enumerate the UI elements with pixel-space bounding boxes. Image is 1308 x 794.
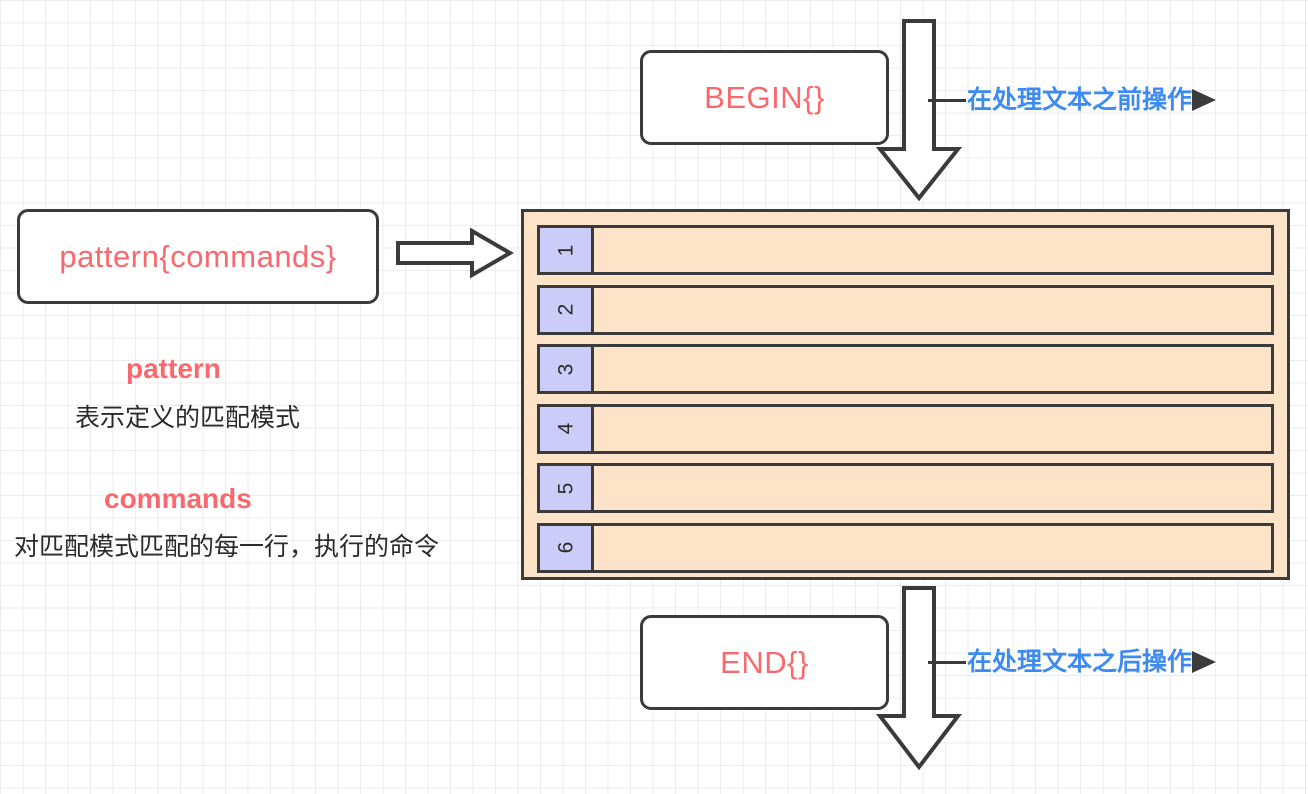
annotation-before-processing: 在处理文本之前操作 <box>928 83 1217 117</box>
annotation-after-processing: 在处理文本之后操作 <box>928 645 1217 679</box>
annotation-after-label: 在处理文本之后操作 <box>967 647 1193 676</box>
table-row[interactable]: 1 <box>537 225 1274 275</box>
row-number-cell: 3 <box>537 344 594 394</box>
row-content-cell <box>594 284 1274 335</box>
end-block-box[interactable]: END{} <box>640 615 889 710</box>
legend-pattern-term: pattern <box>126 353 221 384</box>
pattern-commands-box[interactable]: pattern{commands} <box>17 209 379 304</box>
annotation-leader-line <box>928 660 966 664</box>
row-number-label: 3 <box>554 363 577 375</box>
arrow-right-icon <box>1192 89 1217 111</box>
legend-pattern-description: 表示定义的匹配模式 <box>75 404 301 432</box>
begin-block-box[interactable]: BEGIN{} <box>640 50 889 145</box>
text-record-table: 1 2 3 4 5 6 <box>521 209 1290 580</box>
annotation-leader-line <box>928 98 966 102</box>
begin-block-label: BEGIN{} <box>704 79 825 115</box>
block-arrow-down-end-icon <box>875 586 963 771</box>
row-content-cell <box>594 225 1274 275</box>
row-number-label: 4 <box>554 422 577 435</box>
row-number-label: 1 <box>554 244 577 256</box>
legend-commands-term: commands <box>104 483 252 514</box>
row-number-label: 2 <box>554 303 577 316</box>
row-content-cell <box>594 522 1274 573</box>
row-number-cell: 5 <box>537 463 594 513</box>
row-number-cell: 1 <box>537 225 594 275</box>
legend-commands-description: 对匹配模式匹配的每一行，执行的命令 <box>14 533 440 561</box>
table-row[interactable]: 6 <box>537 522 1274 573</box>
table-row[interactable]: 5 <box>537 463 1274 513</box>
arrow-right-icon <box>1192 651 1217 673</box>
table-row[interactable]: 4 <box>537 403 1274 454</box>
block-arrow-right-icon <box>396 227 514 279</box>
annotation-before-label: 在处理文本之前操作 <box>967 85 1193 114</box>
row-number-label: 5 <box>554 482 577 494</box>
row-number-cell: 2 <box>537 284 594 335</box>
table-row[interactable]: 2 <box>537 284 1274 335</box>
end-block-label: END{} <box>720 644 809 680</box>
row-content-cell <box>594 463 1274 513</box>
pattern-commands-label: pattern{commands} <box>59 238 337 274</box>
table-row[interactable]: 3 <box>537 344 1274 394</box>
row-number-cell: 6 <box>537 522 594 573</box>
row-number-label: 6 <box>554 541 577 554</box>
row-content-cell <box>594 344 1274 394</box>
block-arrow-down-begin-icon <box>875 19 963 202</box>
row-content-cell <box>594 403 1274 454</box>
row-number-cell: 4 <box>537 403 594 454</box>
